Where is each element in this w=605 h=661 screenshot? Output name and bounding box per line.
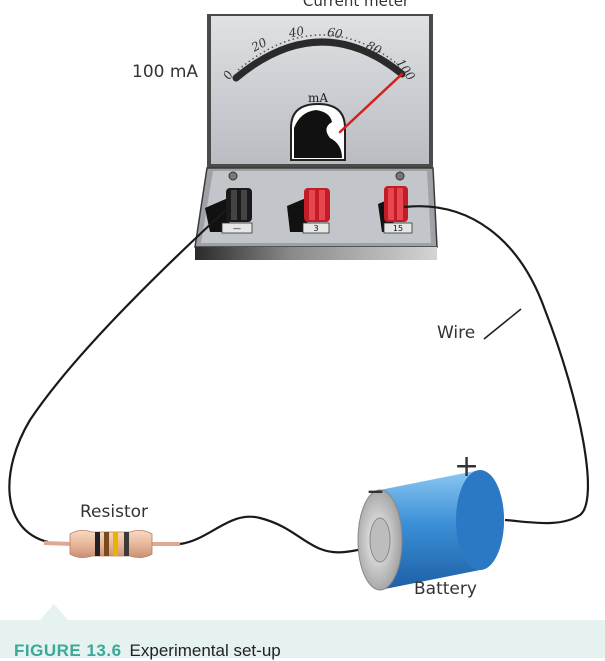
scale-tick-20: 20 [248,35,269,55]
scale-tick-40: 40 [287,24,306,41]
scale-tick-80: 80 [364,38,384,58]
figure-number: FIGURE 13.6 [14,641,122,660]
resistor-body [69,530,153,558]
wire-label: Wire [437,323,475,343]
wire-resistor-to-battery [179,515,381,554]
terminal-label-3: 3 [313,224,318,233]
resistor [43,530,180,558]
resistor-label: Resistor [80,502,148,522]
resistor-band-4 [124,532,129,556]
unit-label: mA [308,91,328,105]
meter-title: Current meter [303,0,410,10]
terminal-label-negative: — [233,224,241,233]
battery-label: Battery [414,579,477,599]
figure-caption-text: Experimental set-up [129,641,281,660]
meter-base [195,247,437,260]
resistor-band-1 [95,532,100,556]
meter-mechanism [294,110,342,158]
battery [357,470,504,591]
battery-plus-sign: + [454,449,479,484]
wire-label-leader [483,308,522,340]
terminal-label-15: 15 [393,224,403,233]
wire-meter-to-resistor [8,207,229,544]
battery-minus-sign: – [367,470,384,510]
screw-right [395,171,405,181]
meter-needle [338,72,404,134]
battery-cap-center [369,517,391,563]
terminal-3 [287,188,330,234]
wire-battery-to-meter [403,205,590,525]
caption-background [0,620,605,658]
screw-left [228,171,238,181]
meter-scale-arc [232,38,406,82]
scale-tick-60: 60 [326,25,344,42]
battery-end-cap [456,470,504,570]
figure-caption: FIGURE 13.6 Experimental set-up [14,641,281,661]
terminal-15 [378,186,413,234]
meter-scale-minor-ticks [237,34,401,71]
resistor-band-3 [113,532,118,556]
resistor-band-2 [104,532,109,556]
caption-pointer [40,604,68,620]
current-meter: 0 20 40 60 80 100 mA [194,14,438,260]
range-label: 100 mA [132,62,198,82]
